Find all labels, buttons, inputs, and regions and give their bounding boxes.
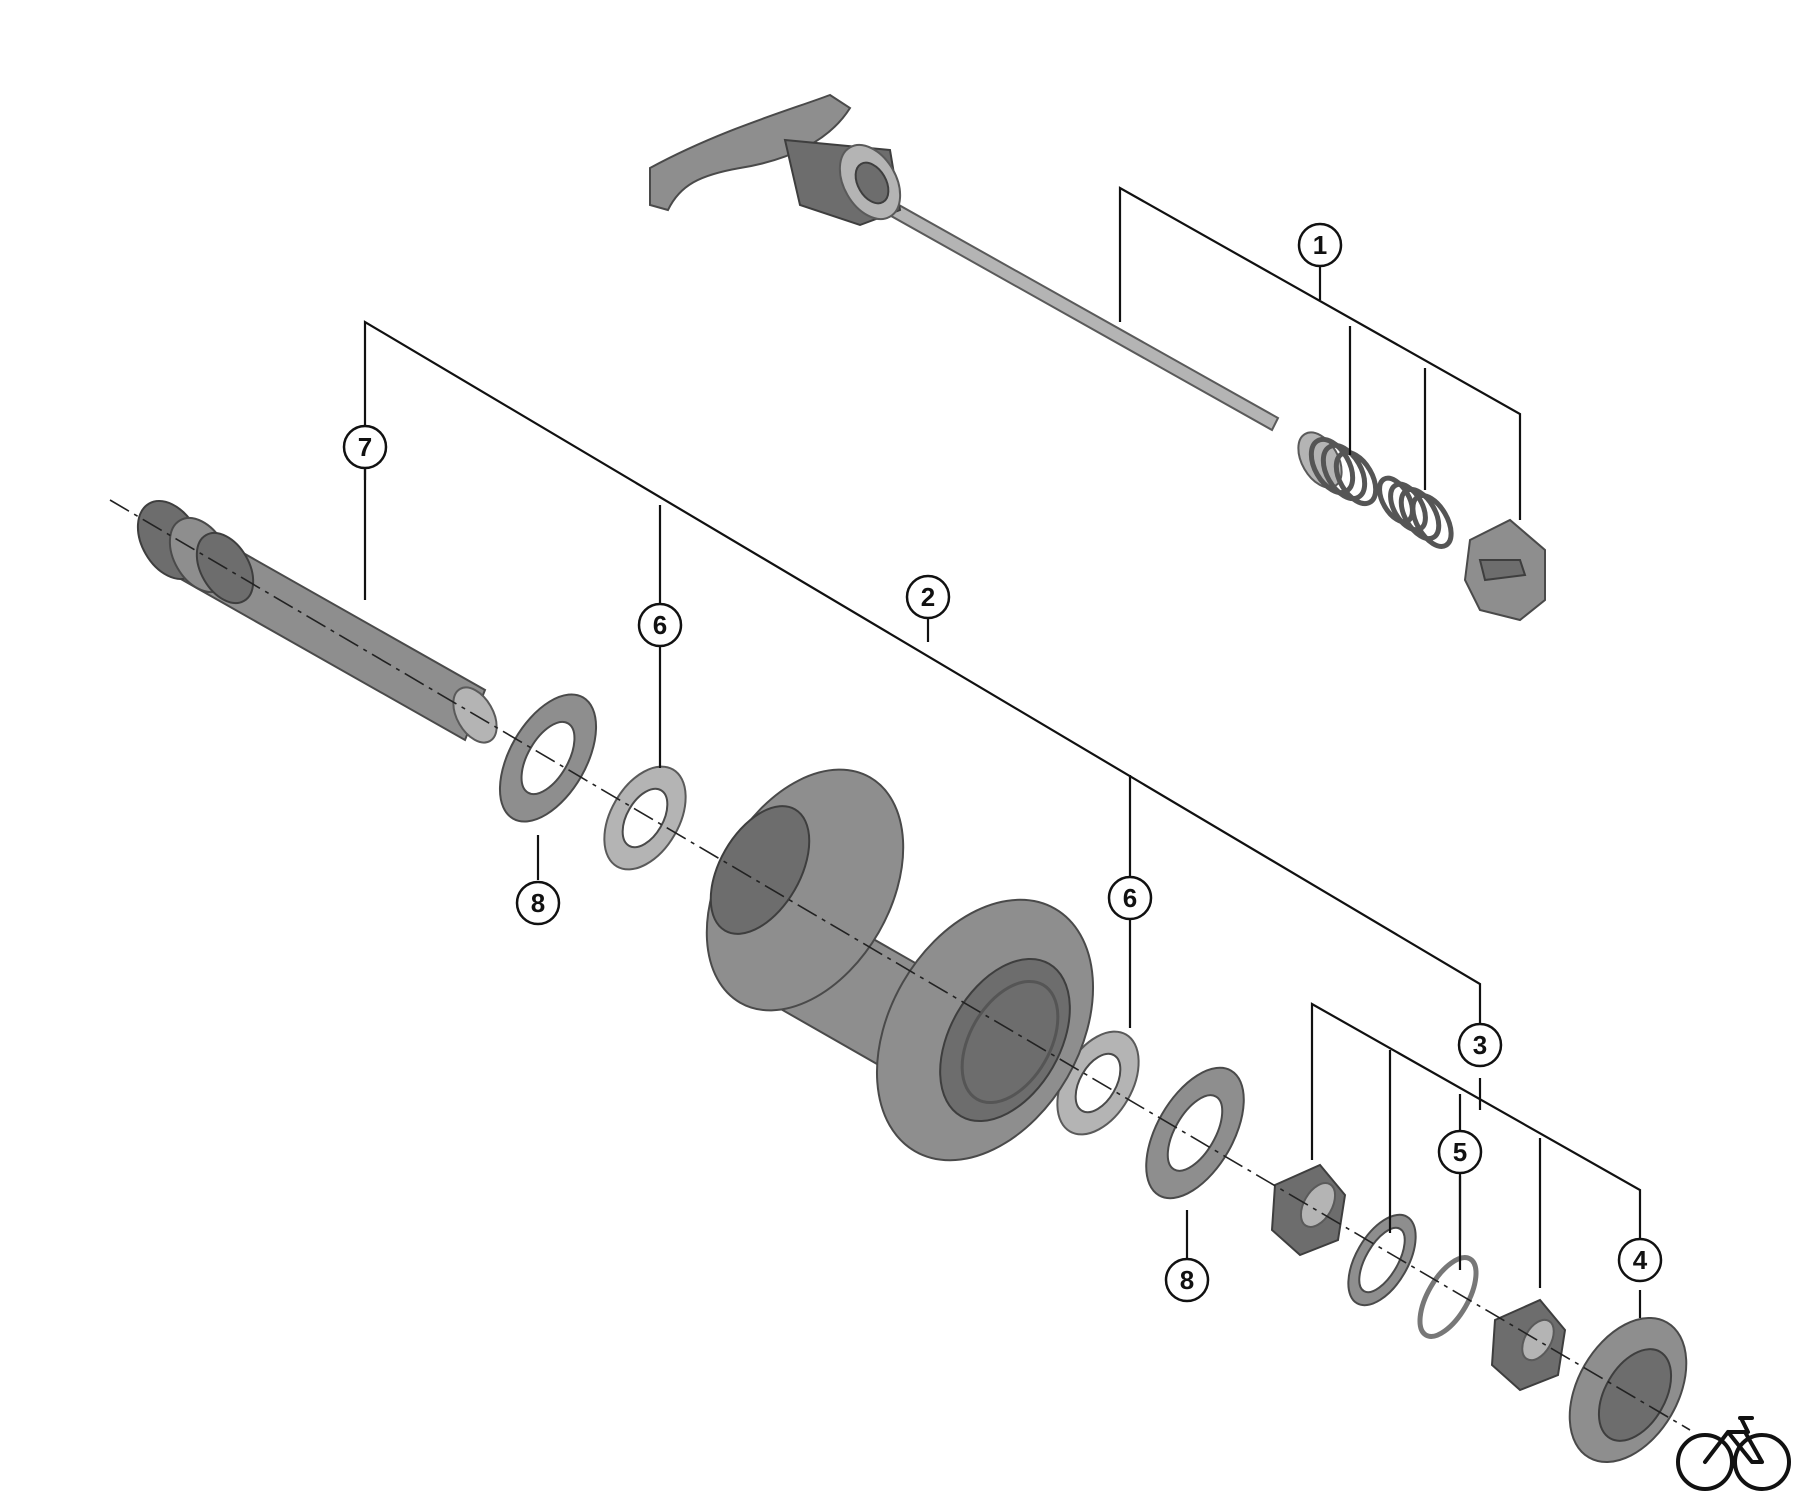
callout-5: 5 bbox=[1437, 1129, 1483, 1175]
ball-retainer-left bbox=[603, 765, 687, 871]
callout-2: 2 bbox=[905, 574, 951, 620]
spring-small bbox=[1377, 475, 1454, 549]
lock-nut bbox=[1270, 1163, 1347, 1257]
cone-nut bbox=[1490, 1298, 1567, 1392]
callout-6-right: 6 bbox=[1107, 875, 1153, 921]
callout-6-right-label: 6 bbox=[1123, 883, 1137, 913]
spacer-ring bbox=[1347, 1213, 1417, 1307]
callout-4: 4 bbox=[1617, 1237, 1663, 1283]
callout-2-label: 2 bbox=[921, 582, 935, 612]
callout-3-label: 3 bbox=[1473, 1030, 1487, 1060]
ball-retainer-right bbox=[1056, 1030, 1140, 1136]
callout-5-label: 5 bbox=[1453, 1137, 1467, 1167]
bicycle-logo-icon bbox=[1676, 1416, 1791, 1491]
callout-8-left-label: 8 bbox=[531, 888, 545, 918]
skewer-nut bbox=[1463, 518, 1546, 622]
callout-8-right-label: 8 bbox=[1180, 1265, 1194, 1295]
callout-3: 3 bbox=[1457, 1022, 1503, 1068]
callout-8-right: 8 bbox=[1164, 1257, 1210, 1303]
callout-4-label: 4 bbox=[1633, 1245, 1648, 1275]
callout-1-label: 1 bbox=[1313, 230, 1327, 260]
spring-large bbox=[1297, 431, 1379, 507]
callout-8-left: 8 bbox=[515, 880, 561, 926]
callout-1: 1 bbox=[1297, 222, 1343, 268]
dust-cap bbox=[1568, 1316, 1688, 1464]
callout-7: 7 bbox=[342, 424, 388, 470]
callout-6-left: 6 bbox=[637, 602, 683, 648]
callout-7-label: 7 bbox=[358, 432, 372, 462]
washer-right bbox=[1145, 1066, 1245, 1200]
axis-centerline bbox=[109, 499, 1691, 1431]
hub-shell bbox=[705, 768, 1095, 1162]
quick-release-skewer bbox=[649, 93, 1280, 432]
o-ring bbox=[1417, 1255, 1479, 1339]
callout-6-left-label: 6 bbox=[653, 610, 667, 640]
hub-axle bbox=[136, 500, 498, 744]
